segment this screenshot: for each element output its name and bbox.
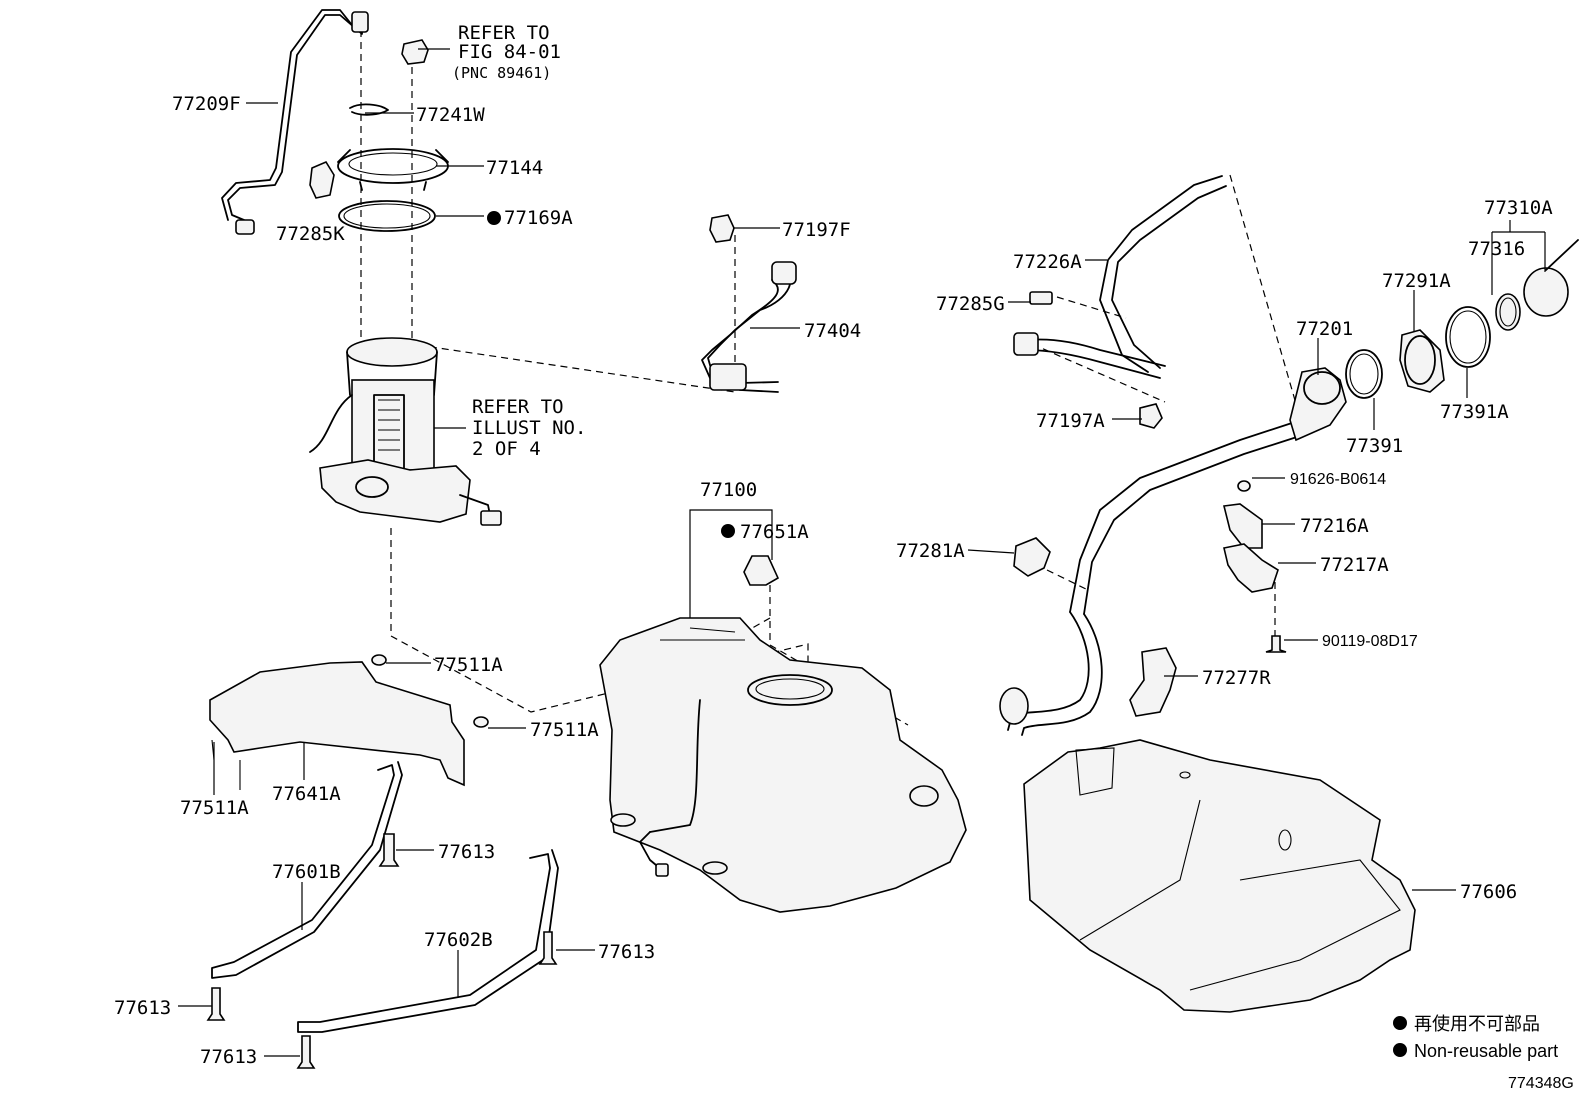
legend-japanese: 再使用不可部品 [1414,1014,1540,1034]
label-77217a: 77217A [1320,554,1389,576]
label-77601b: 77601B [272,861,341,883]
ref-fig-line3: (PNC 89461) [452,64,551,82]
label-77277r: 77277R [1202,667,1271,689]
label-77169a: 77169A [504,207,573,229]
label-77613-c: 77613 [114,997,171,1019]
ref-illust-line1: REFER TO [472,396,564,418]
part-77169a-gasket [338,200,436,232]
part-77641a-protector [209,661,465,790]
label-77651a: 77651A [740,521,809,543]
label-77209f: 77209F [172,93,241,115]
part-77209f-pipe [221,9,369,235]
label-77511a-left: 77511A [180,797,249,819]
label-77511a-right: 77511A [530,719,599,741]
part-77281a-clip [1013,537,1051,577]
label-77285g: 77285G [936,293,1005,315]
ref-illust-line3: 2 OF 4 [472,438,541,460]
reference-notes: REFER TO FIG 84-01 (PNC 89461) REFER TO … [434,22,586,460]
part-77601b-strap [211,761,403,979]
label-77197f: 77197F [782,219,851,241]
leader-lines [178,48,1546,1057]
non-reusable-dot-77651a [721,524,735,538]
label-77201: 77201 [1296,318,1353,340]
label-77285k: 77285K [276,223,345,245]
label-77511a-upper: 77511A [434,654,503,676]
label-77281a: 77281A [896,540,965,562]
label-77641a: 77641A [272,783,341,805]
label-77602b: 77602B [424,929,493,951]
part-77391-gasket [1345,349,1383,399]
part-77241w-clip [349,103,389,116]
label-77310a: 77310A [1484,197,1553,219]
part-77197f-clip [709,214,735,243]
part-77651a-pad [743,555,780,586]
ref-illust-line2: ILLUST NO. [472,417,586,439]
label-77100: 77100 [700,479,757,501]
label-77216a: 77216A [1300,515,1369,537]
part-77613-bolts [206,833,558,1069]
assembly-dashed-lines [360,30,1304,726]
label-77391: 77391 [1346,435,1403,457]
part-77606-tank-protector [1023,739,1416,1013]
part-77201-filler-pipe [999,367,1347,736]
part-77511a-clips [371,654,489,728]
label-77241w: 77241W [416,104,485,126]
part-number-labels: 77209F 77241W 77144 77285K 77169A 77197F… [114,93,1553,1068]
part-77197a-clip [1139,403,1163,429]
part-fuel-pump-module [309,337,502,526]
label-77144: 77144 [486,157,543,179]
label-77197a: 77197A [1036,410,1105,432]
part-bracket-hardware [1223,480,1287,653]
part-77391a-gasket [1445,306,1491,368]
label-77404: 77404 [804,320,861,342]
part-77144-retainer-ring [337,148,449,191]
label-77613-d: 77613 [200,1046,257,1068]
label-77291a: 77291A [1382,270,1451,292]
part-77277r-protector [1129,647,1177,717]
label-91626-b0614: 91626-B0614 [1290,471,1386,488]
ref-fig-line2: FIG 84-01 [458,41,561,63]
legend-dot-jp [1393,1016,1407,1030]
label-77613-b: 77613 [598,941,655,963]
part-fig-84-01-sensor [401,39,429,65]
label-90119-08d17: 90119-08D17 [1322,633,1418,650]
diagram-code: 774348G [1508,1075,1574,1092]
non-reusable-dot-77169a [487,211,501,225]
label-77606: 77606 [1460,881,1517,903]
legend-dot-en [1393,1043,1407,1057]
legend: 再使用不可部品 Non-reusable part 774348G [1393,1014,1574,1092]
part-77226a-breather-tube [1013,175,1227,379]
part-77310a-cap [1523,239,1579,317]
ref-fig-line1: REFER TO [458,22,550,44]
legend-english: Non-reusable part [1414,1041,1558,1061]
label-77391a: 77391A [1440,401,1509,423]
part-77285k-clamp [309,160,335,199]
part-77291a-ring [1399,329,1445,393]
label-77226a: 77226A [1013,251,1082,273]
part-77285g-clamp [1029,291,1053,305]
part-77100-fuel-tank [599,617,967,913]
label-77613-a: 77613 [438,841,495,863]
label-77316: 77316 [1468,238,1525,260]
part-77404-hose [701,261,797,393]
part-77316-ring [1495,293,1521,331]
